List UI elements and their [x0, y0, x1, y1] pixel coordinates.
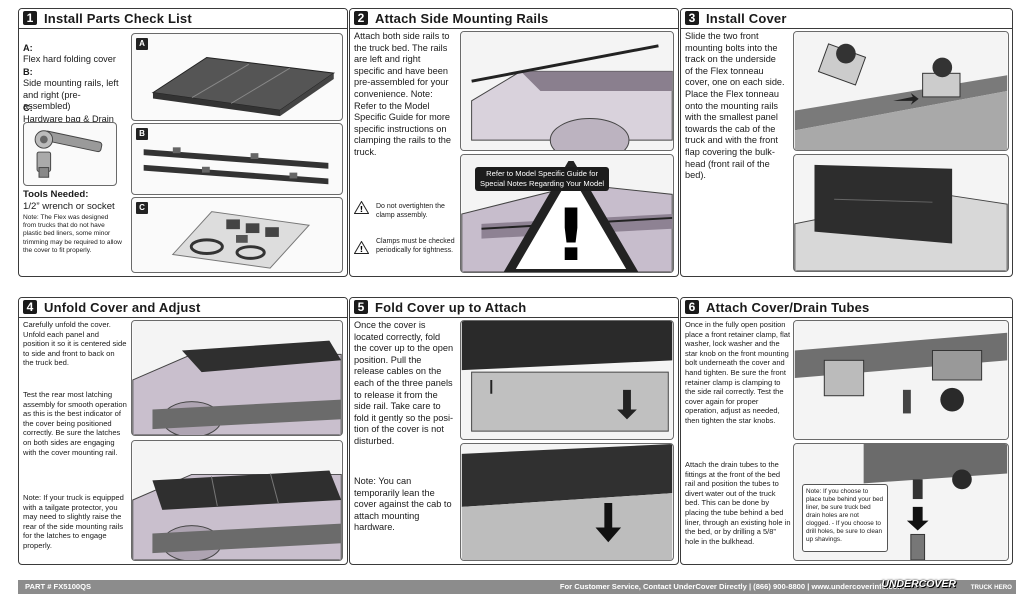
step-number: 4 — [23, 300, 37, 314]
panel-body-3: Note: If your truck is equipped with a t… — [23, 493, 124, 550]
star-knob-icon — [794, 321, 1008, 439]
footer-bar: PART # FX5100QS For Customer Service, Co… — [18, 578, 1016, 594]
label-c: C — [136, 202, 148, 214]
panel-title: Fold Cover up to Attach — [375, 300, 527, 315]
drain-note-box: Note: If you choose to place tube behind… — [802, 484, 888, 552]
item-a-label: A: — [23, 42, 33, 53]
panel-header: 1 Install Parts Check List — [19, 9, 347, 29]
fold-image-2 — [460, 443, 674, 561]
warning-icon: ! — [503, 161, 639, 273]
truck-hero-logo: TRUCK HERO — [970, 584, 1012, 591]
panel-title: Install Cover — [706, 11, 787, 26]
mounting-bolt-image — [793, 31, 1009, 151]
wrench-icon — [34, 130, 103, 178]
mounting-bolt-icon — [794, 32, 1008, 150]
panel-title: Attach Side Mounting Rails — [375, 11, 549, 26]
tools-text: 1/2” wrench or socket — [23, 201, 115, 212]
step-number: 1 — [23, 11, 37, 25]
panel-header: 3 Install Cover — [681, 9, 1012, 29]
panel-header: 2 Attach Side Mounting Rails — [350, 9, 678, 29]
item-b-label: B: — [23, 66, 33, 77]
warning-overtighten: Do not overtighten the clamp assembly. — [376, 203, 445, 219]
step-number: 6 — [685, 300, 699, 314]
panel-drain-tubes: 6 Attach Cover/Drain Tubes Once in the f… — [680, 297, 1013, 565]
panel-body-2: Note: You can temporarily lean the cover… — [354, 476, 452, 533]
cover-on-bed-icon — [794, 155, 1008, 271]
svg-text:!: ! — [360, 245, 364, 254]
panel-install-cover: 3 Install Cover Slide the two front moun… — [680, 8, 1013, 277]
panel-body: Slide the two front mounting bolts into … — [685, 31, 785, 181]
rails-icon — [143, 147, 329, 185]
truck-side-image: ! Refer to Model Specific Guide for Spec… — [460, 154, 674, 273]
hardware-bag-icon — [171, 211, 311, 269]
cover-image: A — [131, 33, 343, 121]
step-number: 3 — [685, 11, 699, 25]
folded-cover-icon — [151, 56, 336, 117]
panel-title: Unfold Cover and Adjust — [44, 300, 201, 315]
panel-install-parts: 1 Install Parts Check List A: Flex hard … — [18, 8, 348, 277]
panel-unfold-cover: 4 Unfold Cover and Adjust Carefully unfo… — [18, 297, 348, 565]
tools-note: Note: The Flex was designed from trucks … — [23, 214, 122, 254]
rails-image: B — [131, 123, 343, 195]
fold-image-1 — [460, 320, 674, 440]
label-b: B — [136, 128, 148, 140]
warning-icon: ! — [354, 241, 369, 254]
unfold-image-1 — [131, 320, 343, 436]
svg-text:!: ! — [555, 193, 588, 273]
truck-bed-rail-image — [460, 31, 674, 151]
undercover-logo: UNDERCOVER — [881, 578, 956, 590]
warning-icon: ! — [354, 201, 369, 214]
fold-arrow-icon — [461, 444, 673, 560]
svg-text:!: ! — [360, 205, 364, 214]
truck-bed-icon — [461, 32, 673, 150]
panel-body-1: Once in the fully open position place a … — [685, 320, 791, 425]
panel-header: 4 Unfold Cover and Adjust — [19, 298, 347, 318]
part-number: PART # FX5100QS — [25, 582, 92, 591]
item-b-text: Side mounting rails, left and right (pre… — [23, 78, 119, 112]
panel-header: 5 Fold Cover up to Attach — [350, 298, 678, 318]
bed-view-icon — [461, 321, 673, 439]
panel-title: Install Parts Check List — [44, 11, 192, 26]
drain-tube-image: Note: If you choose to place tube behind… — [793, 443, 1009, 561]
panel-attach-rails: 2 Attach Side Mounting Rails Attach both… — [349, 8, 679, 277]
panel-body: Attach both side rails to the truck bed.… — [354, 31, 452, 157]
truck-bed-covered-icon — [132, 441, 342, 560]
parts-list-b: B: Side mounting rails, left and right (… — [23, 55, 123, 113]
cover-on-rails-image — [793, 154, 1009, 272]
parts-list: A: Flex hard folding cover — [23, 31, 123, 66]
model-guide-callout: Refer to Model Specific Guide for Specia… — [475, 167, 610, 191]
step-number: 2 — [354, 11, 368, 25]
panel-body-1: Carefully unfold the cover. Unfold each … — [23, 320, 127, 368]
customer-service: For Customer Service, Contact UnderCover… — [559, 582, 904, 591]
item-a-text: Flex hard folding cover — [23, 54, 116, 65]
item-c-label: C: — [23, 102, 33, 113]
panel-title: Attach Cover/Drain Tubes — [706, 300, 870, 315]
step-number: 5 — [354, 300, 368, 314]
panel-header: 6 Attach Cover/Drain Tubes — [681, 298, 1012, 318]
unfold-image-2 — [131, 440, 343, 561]
panel-body-1: Once the cover is located correctly, fol… — [354, 320, 454, 446]
hardware-image: C — [131, 197, 343, 273]
warning-clamps: Clamps must be checked periodically for … — [376, 238, 455, 254]
panel-body-2: Test the rear most latching assembly for… — [23, 390, 127, 457]
truck-bed-unfolded-icon — [132, 321, 342, 435]
panel-fold-cover: 5 Fold Cover up to Attach Once the cover… — [349, 297, 679, 565]
tools-title: Tools Needed: — [23, 189, 89, 200]
retainer-clamp-image — [793, 320, 1009, 440]
wrench-image — [23, 122, 117, 186]
panel-body-2: Attach the drain tubes to the fittings a… — [685, 460, 791, 546]
label-a: A — [136, 38, 148, 50]
